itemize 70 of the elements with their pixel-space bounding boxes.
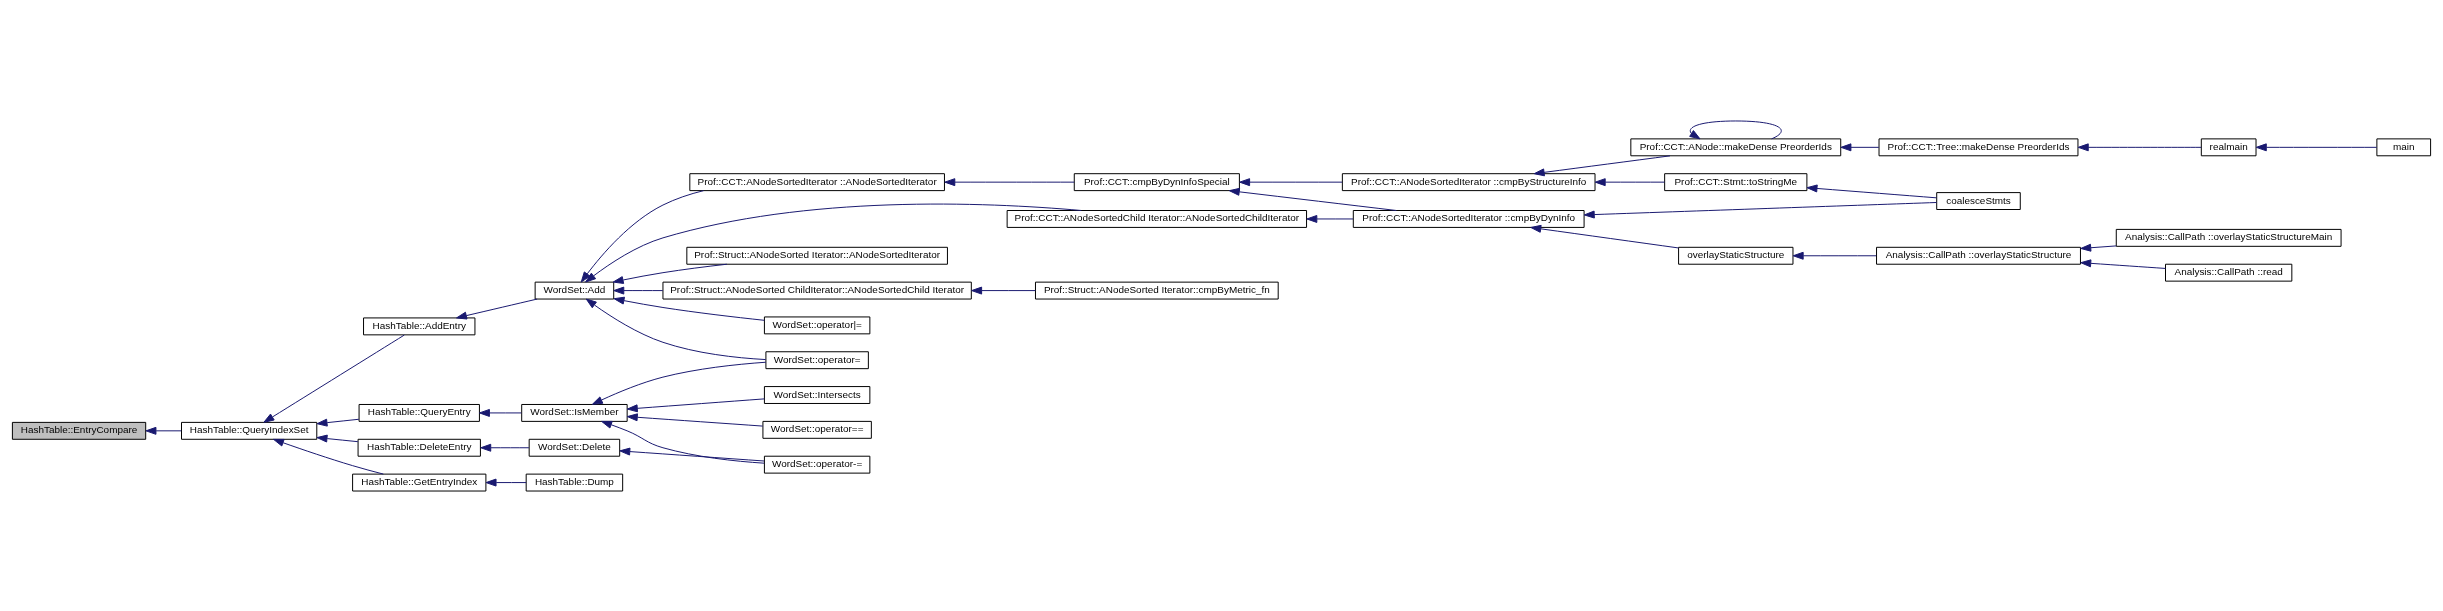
node-box: Prof::CCT::ANode::makeDense PreorderIds [1630, 137, 1842, 156]
arrow [1792, 251, 1877, 260]
node-box: Analysis::CallPath ::overlayStaticStructureMain [2115, 228, 2342, 247]
node-box: WordSet::operator-= [763, 455, 871, 474]
arrow [580, 189, 705, 282]
arrow [971, 286, 1036, 295]
arrow [601, 420, 765, 464]
arrow [316, 434, 359, 443]
arrow [626, 412, 764, 427]
node-box: HashTable::Dump [525, 473, 624, 491]
node-box: HashTable::DeleteEntry [357, 438, 481, 457]
node-box: Prof::Struct::ANodeSorted ChildIterator::ANodeSortedChild Iterator [662, 281, 972, 300]
node-box: Prof::Struct::ANodeSorted Iterator::cmpByMetric_fn [1035, 281, 1279, 300]
node-box: HashTable::AddEntry [363, 316, 476, 335]
arrow [263, 334, 405, 423]
arrow [585, 298, 767, 360]
node-box: main [2376, 137, 2432, 156]
arrow [145, 426, 182, 435]
arrow [2080, 258, 2166, 269]
arrow [619, 447, 765, 461]
node-box: Prof::CCT::cmpByDynInfoSpecial [1073, 172, 1240, 191]
arrow [478, 408, 522, 417]
node-box: Prof::CCT::ANodeSortedIterator ::cmpByDynInfo [1352, 209, 1585, 228]
arrow [273, 438, 384, 475]
node-box: WordSet::Add [534, 281, 615, 300]
arrow [1583, 201, 1938, 219]
arrow [1840, 142, 1880, 151]
arrow [485, 478, 527, 487]
node-box: Prof::CCT::Stmt::toStringMe [1664, 172, 1808, 191]
arrow [1306, 214, 1354, 223]
arrow [1594, 177, 1666, 186]
node-box: Prof::CCT::Tree::makeDense PreorderIds [1878, 137, 2079, 156]
node-box: WordSet::Delete [528, 438, 621, 457]
arrow [480, 443, 530, 452]
node-box: WordSet::operator= [765, 350, 869, 369]
node-box: WordSet::operator== [762, 420, 872, 439]
node-box: HashTable::QueryEntry [358, 403, 480, 422]
node-box: Prof::CCT::ANodeSortedIterator ::cmpByStructureInfo [1341, 172, 1596, 191]
arrow [944, 177, 1075, 186]
node-box: HashTable::QueryIndexSet [181, 421, 318, 440]
node-box: Analysis::CallPath ::read [2165, 263, 2293, 282]
arrow [1533, 154, 1671, 176]
node-box: overlayStaticStructure [1678, 246, 1794, 265]
arrow [591, 361, 767, 405]
arrow [1239, 177, 1343, 186]
arrow [2255, 142, 2378, 151]
node-box: coalesceStmts [1936, 191, 2021, 210]
node-box: HashTable::GetEntryIndex [352, 473, 487, 491]
node-box: Prof::CCT::ANodeSortedIterator ::ANodeSortedIterator [689, 172, 945, 191]
arrow [1228, 187, 1397, 211]
node-box: WordSet::IsMember [521, 403, 628, 422]
arrow [613, 286, 664, 295]
arrow [2080, 243, 2117, 252]
arrow [626, 397, 765, 412]
node-box: Analysis::CallPath ::overlayStaticStructure [1876, 246, 2081, 265]
arrow [613, 296, 765, 321]
arrow [456, 298, 538, 320]
arrow [1806, 184, 1937, 198]
arrow [2077, 142, 2202, 151]
arrow [612, 263, 728, 284]
node-box: HashTable::EntryCompare [11, 421, 147, 440]
node-box: WordSet::operator|= [763, 315, 871, 334]
arrow [1530, 224, 1679, 248]
arrow [1689, 120, 1782, 139]
node-box: WordSet::Intersects [763, 385, 871, 404]
node-box: realmain [2200, 137, 2257, 156]
node-box: Prof::Struct::ANodeSorted Iterator::ANodeSortedIterator [686, 246, 948, 265]
arrow [585, 203, 1082, 283]
node-box: Prof::CCT::ANodeSortedChild Iterator::ANodeSortedChildIterator [1006, 209, 1308, 228]
arrow [316, 418, 360, 427]
